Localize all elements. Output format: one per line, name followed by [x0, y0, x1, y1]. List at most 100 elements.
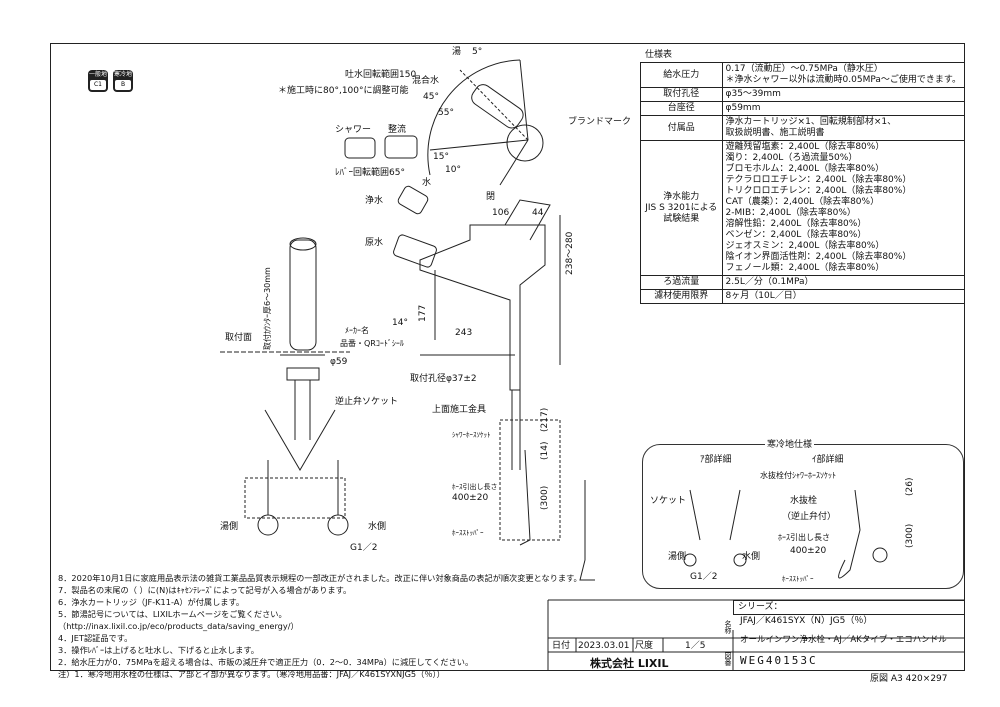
scale-value: 1／5: [685, 641, 706, 651]
spec-value-line: 2-MIB：2,400L（除去率80%）: [725, 208, 856, 218]
socket-label: ソケット: [650, 496, 687, 506]
spec-value: 2.5L／分（0.1MPa）: [721, 275, 966, 290]
spec-value-line: CAT（農薬）：2,400L（除去率80%）: [725, 197, 880, 207]
series-label: シリーズ：: [738, 602, 783, 612]
note-line: 2．給水圧力が0．75MPaを超える場合は、市販の減圧弁で適正圧力（0．2～0．…: [58, 657, 474, 667]
spec-value-line: φ35～39mm: [725, 89, 781, 99]
spec-value: 8ヶ月（10L／日）: [721, 289, 966, 304]
dim-range: 238～280: [565, 231, 575, 275]
dim-217: (217): [540, 407, 550, 432]
pull-out-label: ﾎｰｽ引出し長さ: [452, 483, 498, 491]
spec-row: 浄水能力 JIS S 3201による 試験結果遊離残留塩素：2,400L（除去率…: [640, 140, 966, 276]
note-line: 5．節湯記号については、LIXILホームページをご覧ください。: [58, 609, 287, 619]
dim-14deg: 14°: [392, 318, 408, 328]
konsui-label: 混合水: [412, 76, 440, 86]
yu-label: 湯: [452, 47, 462, 57]
cold-dim-300: (300): [905, 523, 915, 548]
drain-label: 水抜栓付ｼｬﾜｰﾎｰｽｿｹｯﾄ: [760, 471, 836, 480]
hose-stopper-label: ﾎｰｽｽﾄｯﾊﾟｰ: [452, 529, 484, 537]
brand-mark-label: ブランドマーク: [568, 117, 632, 127]
scale-label: 尺度: [635, 641, 654, 651]
spec-key: 台座径: [640, 101, 723, 116]
note-line: 6．浄水カートリッジ（JF-K11-A）が付属します。: [58, 597, 245, 607]
drain2-label: 水抜栓: [790, 496, 818, 506]
spec-value-line: 取扱説明書、施工説明書: [725, 128, 825, 138]
side-jousui-label: 浄水: [365, 196, 384, 206]
check-label: （逆止弁付）: [782, 512, 837, 522]
rotation-range-label: 吐水回転範囲150: [345, 70, 417, 80]
angle-45-label: 45°: [423, 92, 439, 102]
cold-hose-stopper: ﾎｰｽｽﾄｯﾊﾟｰ: [782, 575, 814, 583]
note-line: 7．製品名の末尾の（ ）に(N)はｷｬｾﾝﾃﾚｰｽﾞによって記号が入る場合があり…: [58, 585, 352, 595]
spec-value-line: 浄水カートリッジ×1、回転規制部材×1、: [725, 117, 897, 127]
pull-len: 400±20: [452, 493, 489, 503]
cold-title: 寒冷地仕様: [765, 440, 815, 451]
spec-value-line: 8ヶ月（10L／日）: [725, 291, 802, 301]
hei-label: 閉: [486, 192, 496, 202]
dwg-label: 図番: [724, 652, 732, 666]
spec-key: 浄水能力 JIS S 3201による 試験結果: [640, 140, 723, 276]
dim-243: 243: [455, 328, 473, 338]
title-block-grid: [548, 630, 965, 671]
side-gensui-label: 原水: [365, 238, 384, 248]
angle-55-label: 55°: [438, 108, 454, 118]
notes-list: 8．2020年10月1日に家庭用品表示法の雑貨工業品品質表示規程の一部改正がされ…: [58, 572, 582, 680]
name-value: オールインワン浄水栓・AJ／AKタイプ・エコハンドル: [740, 635, 947, 645]
spec-value: φ59mm: [721, 101, 966, 116]
spec-value-line: ブロモホルム：2,400L（除去率80%）: [725, 164, 885, 174]
product-qr-label: 品番・QRｺｰﾄﾞｼｰﾙ: [340, 339, 404, 348]
spec-value-line: 濁り：2,400L（ろ過流量50%）: [725, 153, 858, 163]
company-name: 株式会社 LIXIL: [590, 657, 669, 670]
drawing-frame: [50, 43, 965, 671]
spec-value-line: トリクロロエチレン：2,400L（除去率80%）: [725, 186, 912, 196]
lever-range-label: ﾚﾊﾞｰ回転範囲65°: [335, 168, 405, 178]
spec-value-line: 2.5L／分（0.1MPa）: [725, 277, 814, 287]
g12-label: G1／2: [350, 543, 378, 553]
note-line: （http://inax.lixil.co.jp/eco/products_da…: [58, 621, 299, 631]
dim-14: (14): [540, 441, 550, 460]
dia-label: φ59: [330, 357, 348, 367]
cold-g12-label: G1／2: [690, 572, 718, 582]
spec-value-line: 溶解性鉛：2,400L（除去率80%）: [725, 219, 867, 229]
name-label: 名称: [724, 620, 732, 634]
spec-key: 取付孔径: [640, 87, 723, 102]
cold-mizu-label: 水側: [742, 552, 761, 562]
top-fitting-label: 上面施工金具: [432, 405, 487, 415]
note-line: 3．操作ﾚﾊﾞｰは上げると吐水し、下げると止水します。: [58, 645, 259, 655]
drawing-number: WEG40153C: [740, 654, 818, 667]
spec-row: 付属品浄水カートリッジ×1、回転規制部材×1、取扱説明書、施工説明書: [640, 115, 966, 141]
yu-side-label: 湯側: [220, 522, 239, 532]
counter-label: 取付ｶｳﾝﾀｰ厚6～30mm: [263, 267, 272, 350]
cold-pull-len: 400±20: [790, 546, 827, 556]
i-detail-label: ｲ部詳細: [812, 455, 844, 465]
spec-value-line: ジェオスミン：2,400L（除去率80%）: [725, 241, 885, 251]
cold-pull-out-label: ﾎｰｽ引出し長さ: [778, 533, 830, 542]
series-value: JFAJ／K461SYX（N）JG5（％）: [740, 616, 873, 626]
check-socket-label: 逆止弁ソケット: [335, 397, 399, 407]
angle-5-label: 5°: [472, 47, 483, 57]
spec-value: φ35～39mm: [721, 87, 966, 102]
angle-15-label: 15°: [433, 152, 449, 162]
hose-socket-label: ｼｬﾜｰﾎｰｽｿｹｯﾄ: [452, 431, 491, 439]
spec-title: 仕様表: [645, 50, 673, 60]
spec-key: ろ過流量: [640, 275, 723, 290]
dim-177: 177: [418, 304, 428, 322]
date-value: 2023.03.01: [578, 641, 630, 651]
adjustable-note: ＊施工時に80°,100°に調整可能: [278, 86, 409, 96]
spec-key: 濾材使用限界: [640, 289, 723, 304]
spec-value-line: ＊浄水シャワー以外は流動時0.05MPa～ご使用できます。: [725, 75, 961, 85]
mizu-label: 水: [422, 178, 432, 188]
jousui-label: 整流: [388, 125, 407, 135]
spec-value-line: 陰イオン界面活性剤：2,400L（除去率80%）: [725, 252, 912, 262]
spec-value-line: φ59mm: [725, 103, 761, 113]
spec-value-line: 遊離残留塩素：2,400L（除去率80%）: [725, 142, 885, 152]
spec-value: 浄水カートリッジ×1、回転規制部材×1、取扱説明書、施工説明書: [721, 115, 966, 141]
spec-key: 給水圧力: [640, 62, 723, 88]
note-line: 4．JET認証品です。: [58, 633, 133, 643]
